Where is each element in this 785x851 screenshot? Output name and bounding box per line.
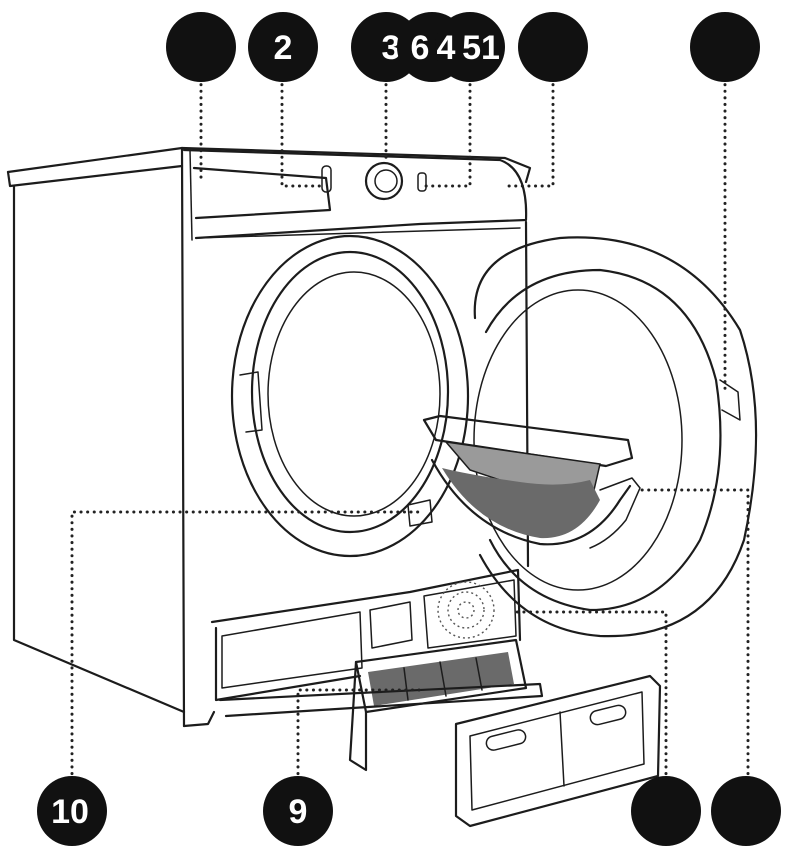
callout-top-5: 4 <box>435 12 505 82</box>
callout-label: 9 <box>289 793 308 831</box>
open-door <box>473 236 758 638</box>
leader-lines <box>70 76 750 802</box>
callout-label: 3 <box>382 29 401 67</box>
lower-compartment <box>210 568 522 702</box>
condenser-cover <box>454 674 662 828</box>
callout-badges: 2 3 6 4 51 10 9 <box>37 12 781 846</box>
start-button-icon <box>417 172 427 192</box>
control-button-icon <box>321 165 332 193</box>
door-lint-filter <box>422 414 641 549</box>
callout-label: 4 <box>437 29 456 67</box>
callout-label: 51 <box>462 29 500 67</box>
callout-top-8 <box>690 12 760 82</box>
handle-right-icon <box>589 704 627 726</box>
callout-bottom-b <box>711 776 781 846</box>
callout-top-2: 2 <box>248 12 318 82</box>
callout-label: 10 <box>51 793 89 831</box>
control-panel <box>321 161 427 201</box>
callout-top-6: 51 <box>462 29 500 67</box>
program-dial-icon <box>364 161 404 201</box>
condenser-filter <box>218 638 544 772</box>
handle-left-icon <box>485 729 527 751</box>
dryer-body <box>6 146 532 728</box>
drum-opening <box>230 234 470 558</box>
callout-label: 6 <box>411 29 430 67</box>
callout-bottom-9: 9 <box>263 776 333 846</box>
callout-top-7 <box>518 12 588 82</box>
callout-top-1 <box>166 12 236 82</box>
callout-label: 2 <box>274 29 293 67</box>
callout-bottom-10: 10 <box>37 776 107 846</box>
callout-bottom-a <box>631 776 701 846</box>
